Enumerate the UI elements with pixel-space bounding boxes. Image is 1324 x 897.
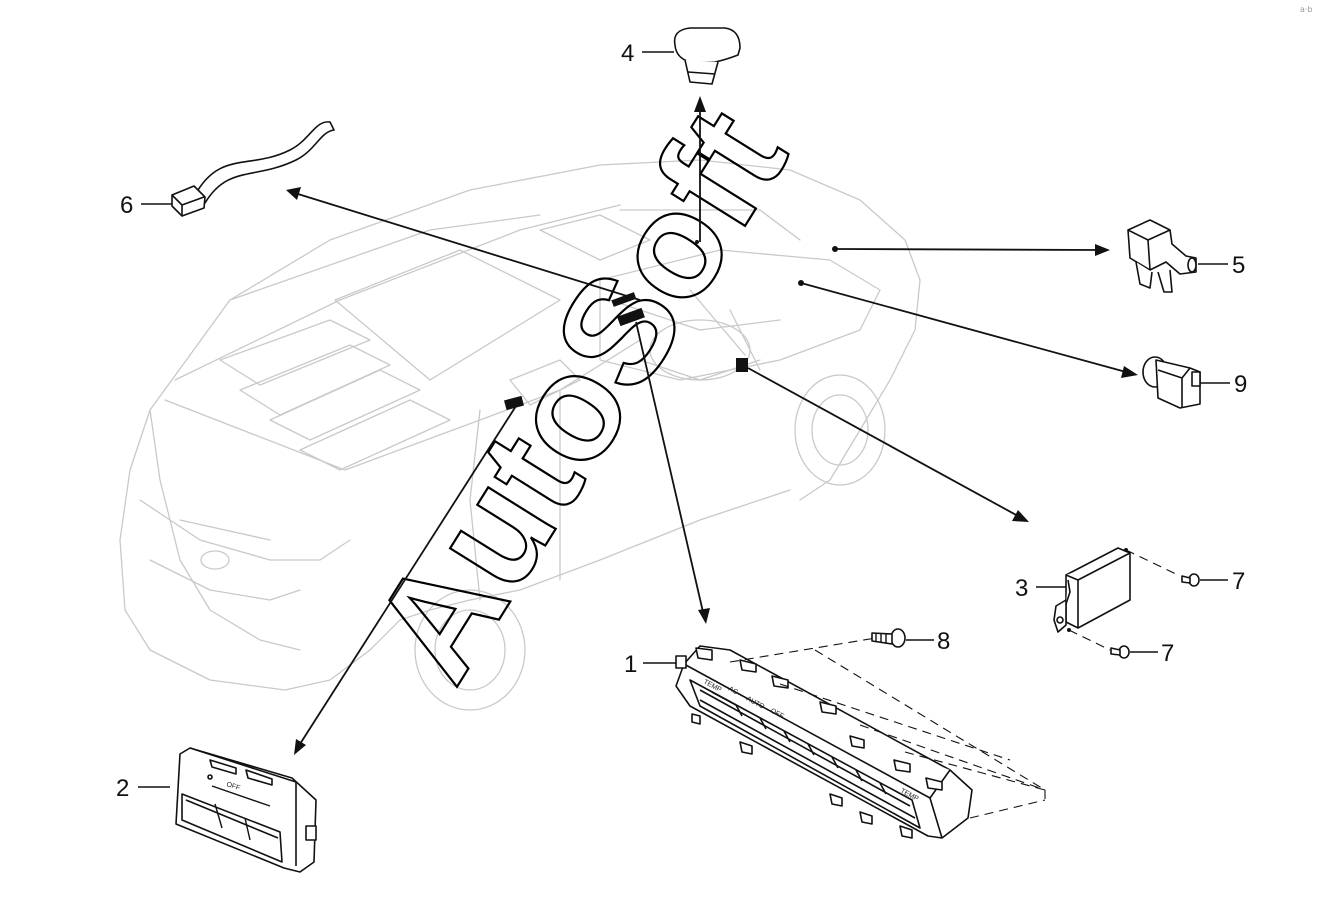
part-5-sensor <box>1127 219 1197 293</box>
callout-3: 3 <box>1015 575 1028 602</box>
callout-7-lower: 7 <box>1161 640 1174 667</box>
part-4-sensor-cap <box>673 27 741 85</box>
callout-1: 1 <box>624 651 637 678</box>
callout-4: 4 <box>621 40 634 67</box>
callout-labels: 4 6 5 9 3 7 7 8 1 2 <box>116 40 1247 802</box>
part-8-screw <box>871 628 906 648</box>
corner-mark: a·b <box>1300 5 1313 14</box>
rear-panel-off-label: OFF <box>225 781 240 792</box>
part-3-control-module <box>1053 547 1131 633</box>
part-6-hose-sensor <box>171 121 335 217</box>
mounting-locations <box>504 240 838 411</box>
part-9-sensor <box>1142 356 1201 409</box>
part-2-rear-climate-panel: OFF <box>175 747 317 873</box>
callout-leaders <box>138 51 1230 788</box>
screw-path-lower <box>1068 629 1111 651</box>
screw-path-upper <box>1125 549 1181 577</box>
part-1-mounting-lines <box>729 637 1046 819</box>
location-arrows <box>286 96 1138 755</box>
callout-2: 2 <box>116 775 129 802</box>
climate-panel-ac-label: AC <box>727 686 739 697</box>
callout-9: 9 <box>1234 371 1247 398</box>
part-7-screw-upper <box>1181 573 1200 587</box>
callout-6: 6 <box>120 192 133 219</box>
part-1-climate-control-panel: TEMP AC AUTO OFF TEMP <box>675 645 973 839</box>
part-7-screw-lower <box>1110 645 1130 659</box>
callout-5: 5 <box>1232 252 1245 279</box>
climate-panel-buttons <box>711 691 887 795</box>
vehicle-outline <box>119 159 921 711</box>
callout-7-upper: 7 <box>1232 568 1245 595</box>
callout-8: 8 <box>937 628 950 655</box>
